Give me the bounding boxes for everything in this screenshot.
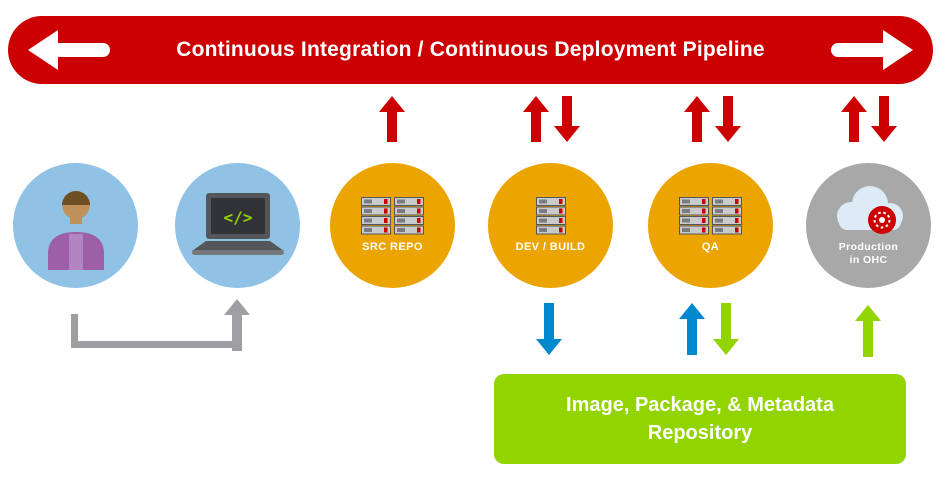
node-label: Production in OHC xyxy=(839,241,898,267)
pipeline-banner: Continuous Integration / Continuous Depl… xyxy=(8,16,933,84)
node-label-line2: in OHC xyxy=(849,254,888,266)
qa-to-repo-arrow-icon xyxy=(713,303,739,355)
server-stack-icon xyxy=(535,197,567,235)
node-label-line1: Production xyxy=(838,240,899,253)
production-down-arrow-icon xyxy=(871,96,897,142)
connector-segment-vertical xyxy=(71,314,78,348)
arrow-left-icon xyxy=(28,30,112,70)
repository-box: Image, Package, & Metadata Repository xyxy=(494,374,906,464)
connector-arrow-icon xyxy=(224,299,250,351)
dev-build-up-arrow-icon xyxy=(523,96,549,142)
server-stack-icon xyxy=(679,197,743,235)
dev-build-to-repo-arrow-icon xyxy=(536,303,562,355)
repository-box-line2: Repository xyxy=(647,422,753,444)
qa-down-arrow-icon xyxy=(715,96,741,142)
arrow-right-icon xyxy=(829,30,913,70)
node-developer xyxy=(13,163,138,288)
connector-segment-horizontal xyxy=(71,341,237,348)
pipeline-banner-title: Continuous Integration / Continuous Depl… xyxy=(176,38,765,61)
repository-box-line1: Image, Package, & Metadata xyxy=(566,394,834,416)
node-label: SRC REPO xyxy=(362,240,423,253)
cloud-icon xyxy=(836,185,903,234)
repo-to-qa-arrow-icon xyxy=(679,303,705,355)
node-workstation: </> xyxy=(175,163,300,288)
src-repo-up-arrow-icon xyxy=(379,96,405,142)
repo-to-production-arrow-icon xyxy=(855,305,881,357)
node-label: QA xyxy=(701,240,720,253)
code-glyph: </> xyxy=(223,208,252,227)
laptop-icon: </> xyxy=(191,192,284,255)
production-up-arrow-icon xyxy=(841,96,867,142)
node-dev-build: DEV / BUILD xyxy=(488,163,613,288)
qa-up-arrow-icon xyxy=(684,96,710,142)
person-icon xyxy=(47,190,104,270)
node-production: Production in OHC xyxy=(806,163,931,288)
node-label: DEV / BUILD xyxy=(515,240,586,253)
node-src-repo: SRC REPO xyxy=(330,163,455,288)
node-qa: QA xyxy=(648,163,773,288)
dev-build-down-arrow-icon xyxy=(554,96,580,142)
server-stack-icon xyxy=(361,197,425,235)
